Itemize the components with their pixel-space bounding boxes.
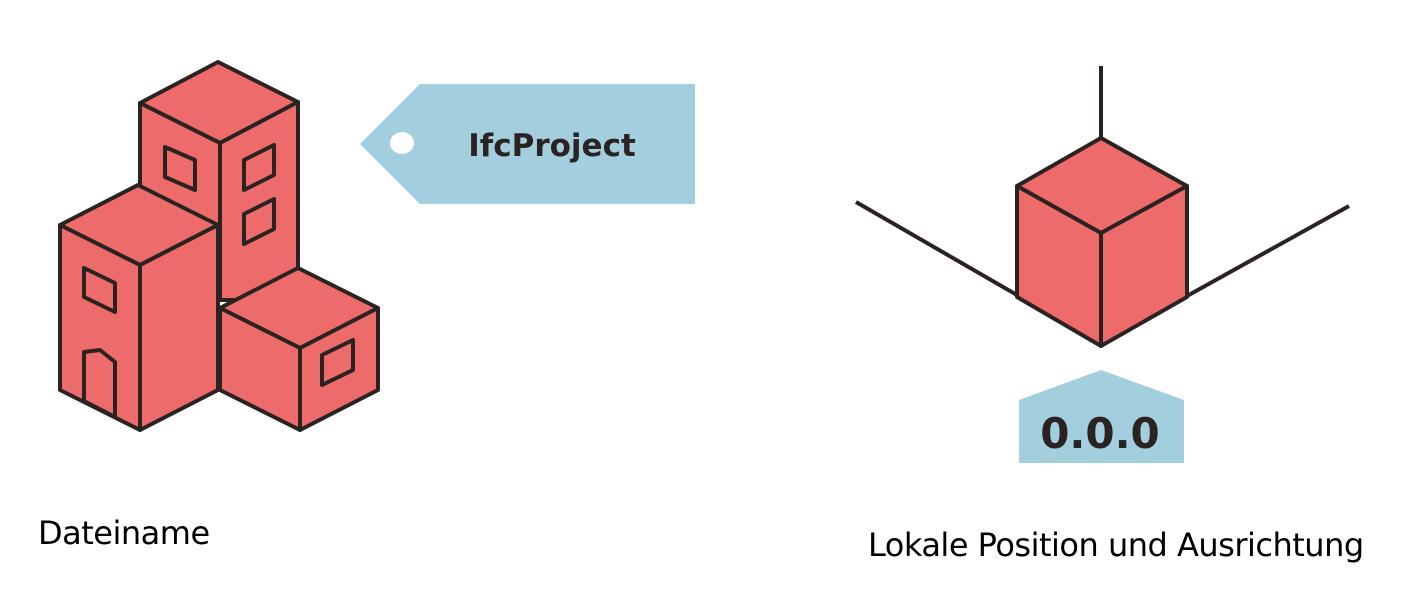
ifcproject-tag: IfcProject	[360, 84, 695, 204]
caption-local-position: Lokale Position und Ausrichtung	[868, 526, 1364, 564]
coordinate-axes-cube-icon	[854, 66, 1350, 348]
window	[242, 143, 276, 192]
origin-label: 0.0.0	[1040, 409, 1160, 458]
tag-hole	[390, 132, 414, 154]
building-icon	[58, 60, 380, 432]
window	[163, 145, 197, 192]
door	[82, 348, 117, 419]
x-axis	[854, 200, 1019, 297]
caption-dateiname: Dateiname	[38, 514, 210, 552]
tag-label: IfcProject	[468, 128, 636, 164]
cube	[1015, 136, 1189, 348]
low-block	[218, 266, 380, 432]
origin-badge: 0.0.0	[1019, 370, 1184, 463]
window	[242, 197, 276, 246]
y-axis	[1186, 204, 1350, 298]
window	[320, 338, 355, 387]
front-tower	[58, 183, 220, 432]
window	[82, 266, 117, 314]
